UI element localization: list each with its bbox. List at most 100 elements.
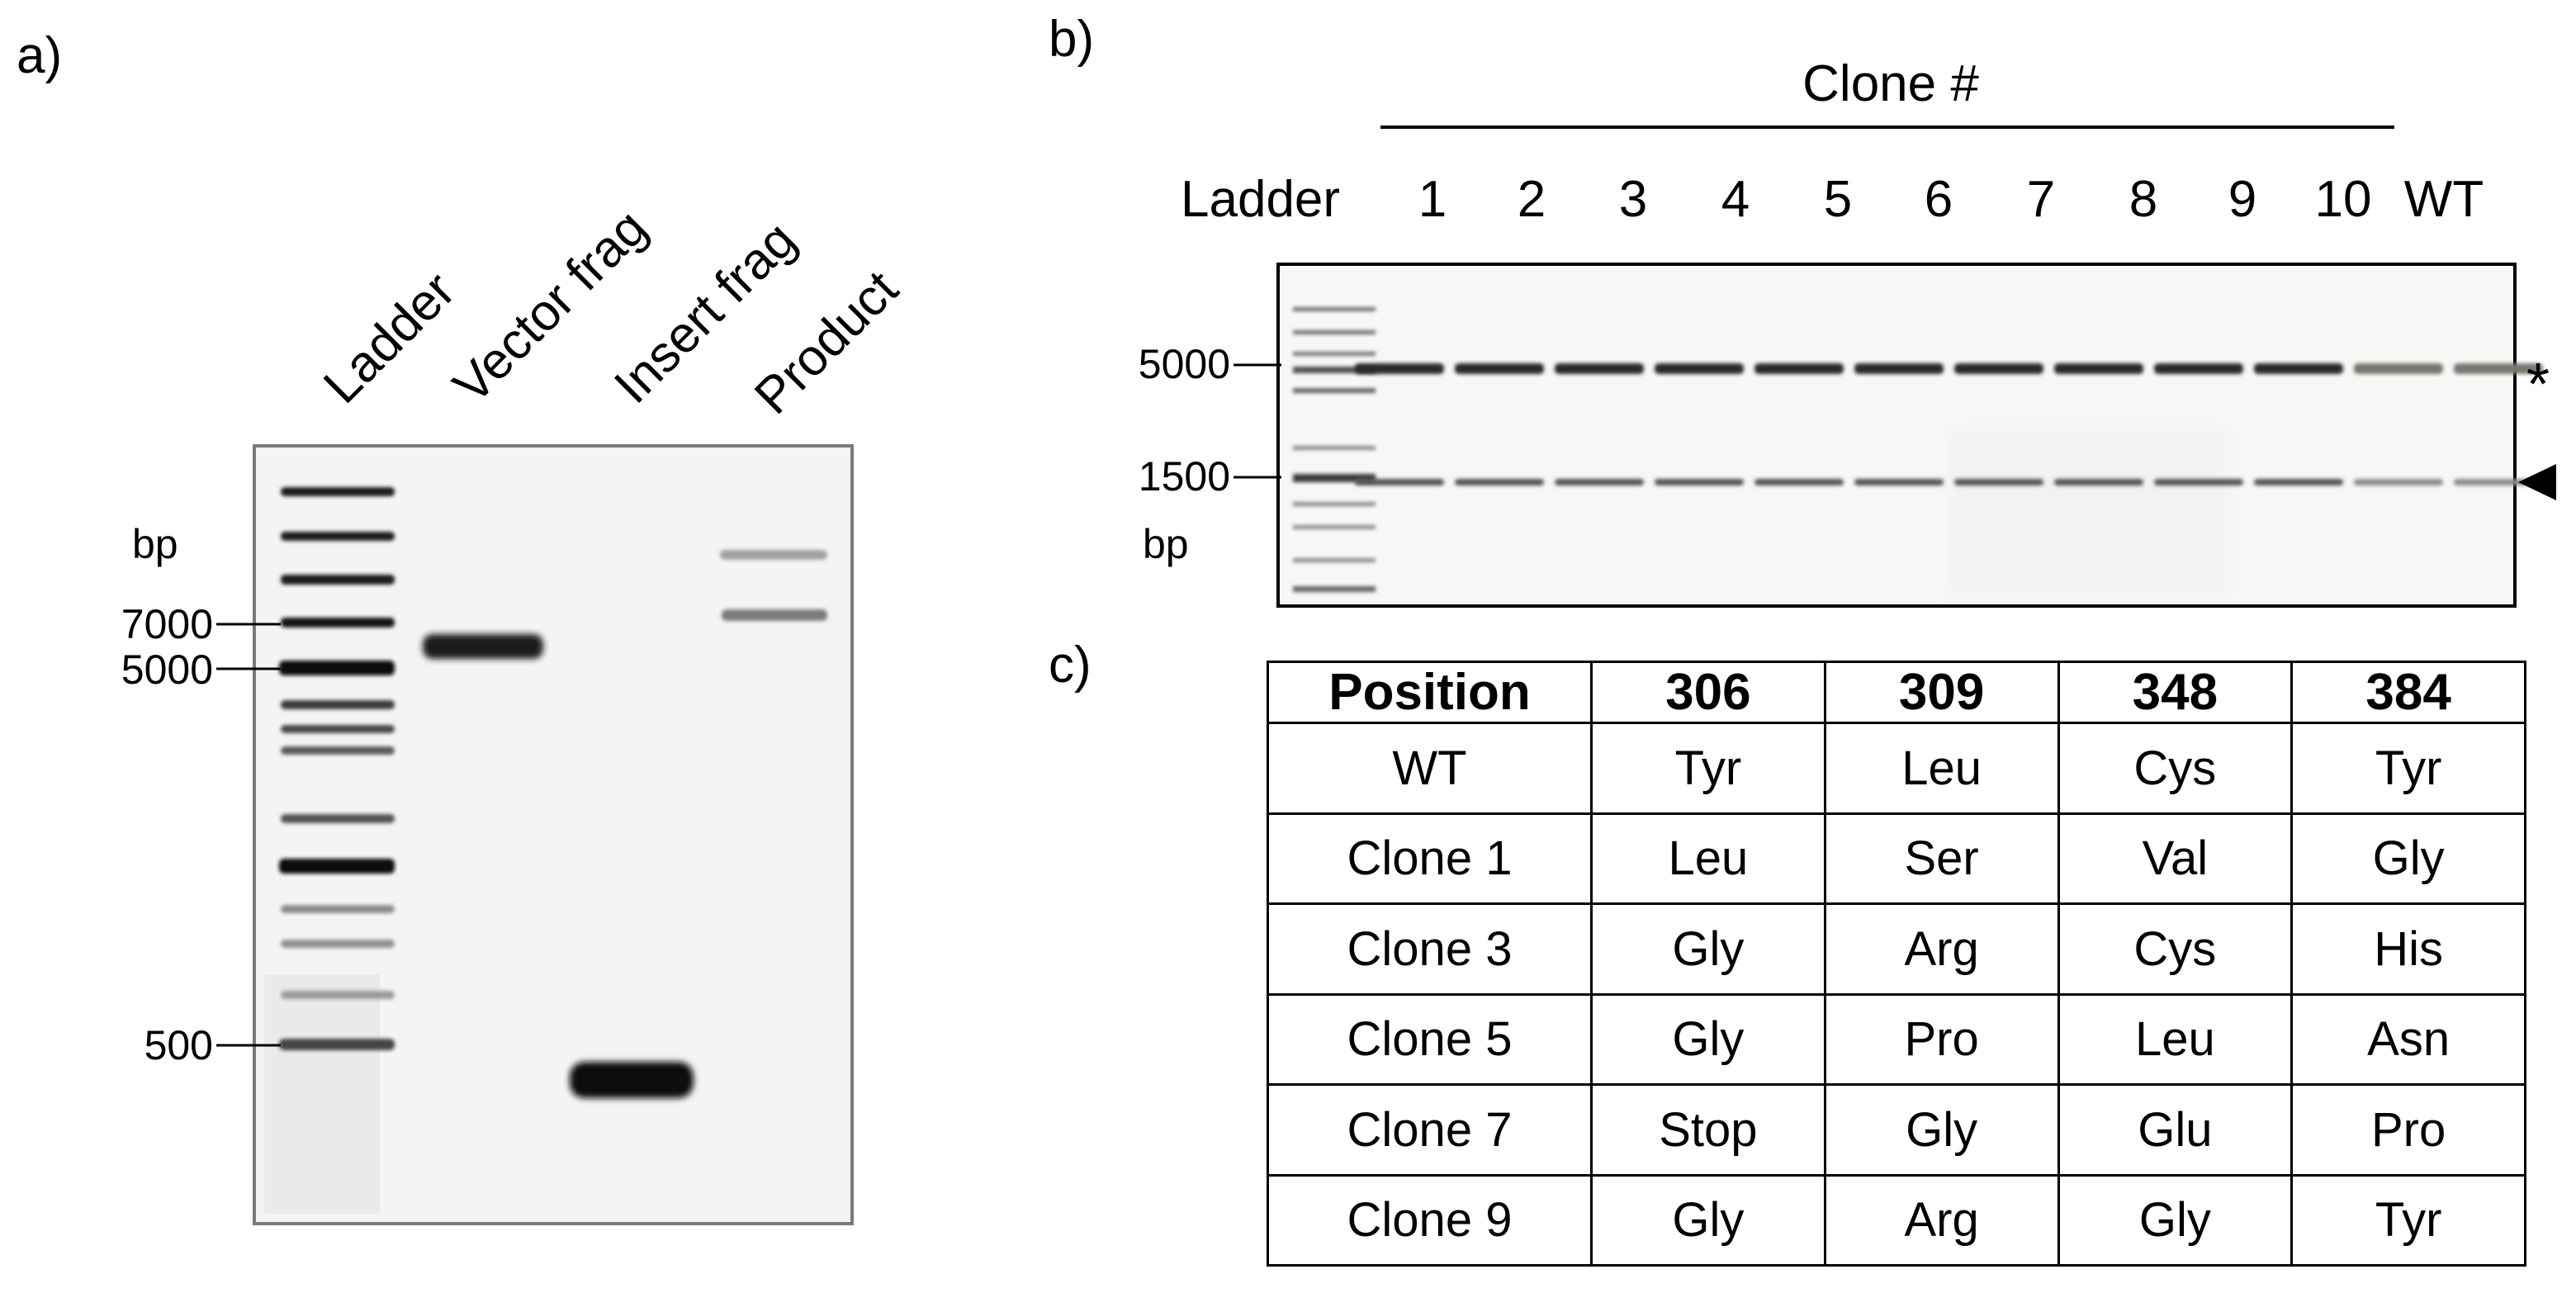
table-cell: Tyr [2290,1173,2526,1267]
lane-label-clone-9: 9 [2228,171,2256,228]
header-position: Position [1267,661,1593,724]
band-upper [1754,363,1844,374]
band-upper [2154,363,2243,374]
mutation-table: Position 306 309 348 384 WT Tyr Leu Cys … [1267,661,2526,1267]
lane-label-clone-8: 8 [2129,171,2157,228]
row-label: Clone 3 [1267,902,1593,996]
band-upper [2254,363,2343,374]
clone-group-label: Clone # [1802,55,1979,112]
lane-label-ladder: Ladder [313,262,466,414]
band-product-upper [720,550,827,560]
band-lower [2354,479,2443,485]
table-cell: Leu [2057,992,2294,1086]
band-upper [1355,363,1444,374]
marker-a-500: 500 [144,1022,213,1068]
panel-a-label: a) [17,27,62,84]
mutation-table-header: Position 306 309 348 384 [1267,661,2526,724]
table-row: Clone 5 Gly Pro Leu Asn [1267,992,2526,1086]
table-cell: Leu [1590,812,1826,905]
table-cell: Leu [1823,722,2060,815]
table-cell: Cys [2057,722,2294,815]
band-product-lower [722,609,827,621]
table-cell: Tyr [1590,722,1826,815]
table-cell: Ser [1823,812,2060,905]
gel-a [253,444,854,1225]
table-cell: Val [2057,812,2294,905]
lane-label-clone-1: 1 [1418,171,1447,228]
header-384: 384 [2290,661,2526,724]
table-cell: Pro [2290,1083,2526,1177]
table-cell: Gly [2057,1173,2294,1267]
unit-label-b: bp [1143,521,1189,567]
gel-a-ladder-bands [279,487,395,1050]
table-row: WT Tyr Leu Cys Tyr [1267,722,2526,815]
gel-b-frame [1276,263,2517,608]
row-label: Clone 7 [1267,1083,1593,1177]
marker-b-5000: 5000 [1139,341,1230,387]
band-upper [1555,363,1644,374]
band-upper [1455,363,1544,374]
header-309: 309 [1823,661,2060,724]
table-cell: Gly [1823,1083,2060,1177]
lane-label-ladder-b: Ladder [1181,171,1340,228]
band-lower [2254,479,2343,485]
gel-b-ladder-bands [1293,307,1376,592]
table-cell: Asn [2290,992,2526,1086]
table-cell: Glu [2057,1083,2294,1177]
table-cell: Tyr [2290,722,2526,815]
table-row: Clone 9 Gly Arg Gly Tyr [1267,1173,2526,1267]
band-lower [1754,479,1844,485]
gel-b [1276,263,2543,608]
band-upper [2054,363,2143,374]
band-lower [1355,479,1444,485]
row-label: Clone 1 [1267,812,1593,905]
table-row: Clone 3 Gly Arg Cys His [1267,902,2526,996]
header-348: 348 [2057,661,2294,724]
arrowhead-icon [2518,464,2556,500]
band-lower [1555,479,1644,485]
band-upper [1655,363,1744,374]
row-label: Clone 5 [1267,992,1593,1086]
band-upper [1854,363,1944,374]
gel-a-smear [264,974,380,1214]
gel-b-shadow [1949,429,2229,594]
band-lower [1455,479,1544,485]
lane-label-clone-6: 6 [1925,171,1953,228]
table-cell: Gly [2290,812,2526,905]
band-lower [1954,479,2043,485]
band-upper [2354,363,2443,374]
band-insert-frag [570,1062,694,1098]
lane-label-clone-3: 3 [1619,171,1647,228]
row-label: WT [1267,722,1593,815]
band-lower [1854,479,1944,485]
marker-b-1500: 1500 [1139,453,1230,500]
table-cell: Stop [1590,1083,1826,1177]
marker-a-5000: 5000 [121,646,213,693]
header-306: 306 [1590,661,1826,724]
table-cell: His [2290,902,2526,996]
lane-label-clone-2: 2 [1518,171,1546,228]
table-cell: Arg [1823,1173,2060,1267]
panel-b-label: b) [1049,11,1094,68]
band-lower [2454,479,2543,485]
table-cell: Pro [1823,992,2060,1086]
band-lower [2054,479,2143,485]
table-cell: Arg [1823,902,2060,996]
band-upper [1954,363,2043,374]
row-label: Clone 9 [1267,1173,1593,1267]
panel-c-label: c) [1049,637,1091,694]
lane-label-clone-5: 5 [1824,171,1852,228]
table-cell: Gly [1590,992,1826,1086]
band-lower [2154,479,2243,485]
table-cell: Gly [1590,1173,1826,1267]
band-vector-frag [423,634,543,659]
lane-label-clone-7: 7 [2027,171,2055,228]
lane-label-wt: WT [2404,171,2484,228]
band-upper [2454,363,2543,374]
table-cell: Gly [1590,902,1826,996]
table-row: Clone 1 Leu Ser Val Gly [1267,812,2526,905]
marker-a-7000: 7000 [121,601,213,647]
band-lower [1655,479,1744,485]
